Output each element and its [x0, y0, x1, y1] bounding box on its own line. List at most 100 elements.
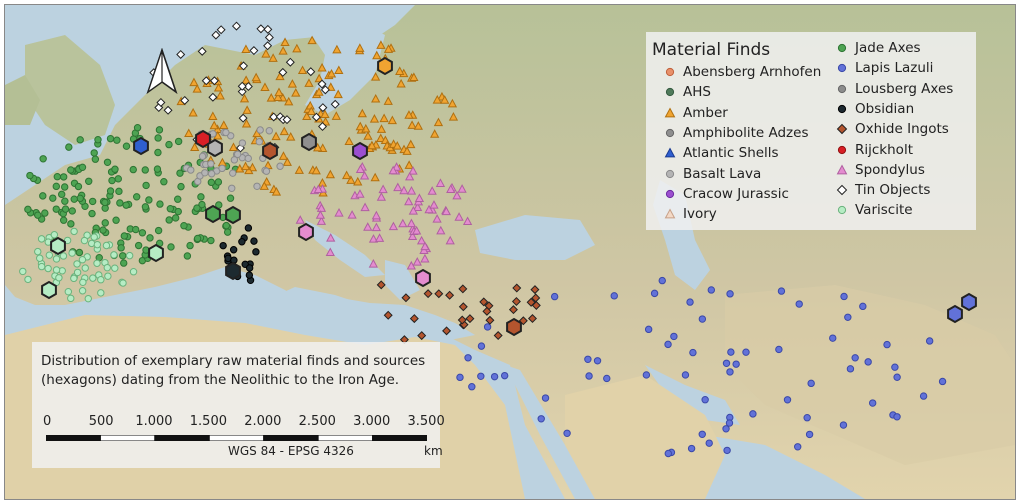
find-point: [187, 166, 195, 174]
find-point: [456, 373, 464, 382]
circle-marker-icon: [837, 64, 847, 73]
find-point: [213, 82, 224, 92]
source-hexagon: [225, 205, 241, 225]
find-point: [727, 348, 735, 356]
find-point: [893, 413, 901, 421]
find-point: [396, 78, 406, 88]
find-point: [67, 220, 75, 228]
find-point: [749, 410, 757, 418]
find-point: [53, 172, 62, 181]
find-point: [129, 165, 137, 174]
find-point: [405, 171, 415, 181]
find-point: [864, 358, 872, 366]
legend-item-label: Basalt Lava: [683, 165, 762, 182]
find-point: [347, 210, 357, 219]
find-point: [482, 306, 492, 316]
circle-marker-icon: [837, 43, 847, 53]
find-point: [119, 252, 127, 260]
find-point: [276, 162, 284, 170]
find-point: [141, 203, 150, 211]
find-point: [725, 419, 734, 427]
find-point: [840, 292, 848, 301]
find-point: [49, 194, 57, 202]
find-point: [919, 392, 928, 400]
find-point: [207, 160, 215, 168]
find-point: [78, 163, 87, 172]
find-point: [317, 79, 327, 89]
find-point: [174, 137, 183, 146]
find-point: [253, 182, 261, 190]
source-hexagon: [415, 268, 431, 288]
source-hexagon: [41, 280, 57, 300]
find-point: [156, 97, 166, 107]
find-point: [68, 249, 76, 257]
find-point: [334, 207, 344, 217]
find-point: [208, 92, 218, 102]
find-point: [154, 226, 163, 235]
find-point: [794, 443, 802, 451]
find-point: [216, 25, 226, 35]
find-point: [256, 24, 266, 34]
find-point: [315, 210, 326, 219]
find-point: [265, 127, 273, 135]
find-point: [79, 278, 87, 286]
find-point: [485, 315, 495, 325]
find-point: [61, 197, 69, 205]
find-point: [732, 360, 740, 368]
find-point: [80, 236, 89, 245]
find-point: [512, 283, 522, 293]
find-point: [55, 274, 63, 282]
find-point: [414, 193, 425, 203]
find-point: [412, 202, 423, 212]
find-point: [316, 216, 327, 225]
legend-item-label: Lousberg Axes: [855, 80, 954, 97]
find-point: [458, 284, 468, 294]
find-point: [76, 136, 84, 144]
find-point: [508, 305, 518, 315]
find-point: [313, 142, 323, 152]
find-point: [670, 332, 678, 341]
find-point: [94, 136, 102, 144]
find-point: [154, 134, 162, 142]
find-point: [279, 126, 289, 136]
find-point: [132, 193, 141, 201]
find-point: [235, 143, 245, 153]
find-point: [34, 211, 42, 219]
find-point: [306, 67, 316, 77]
find-point: [250, 237, 258, 245]
find-point: [241, 44, 251, 53]
find-point: [376, 40, 386, 49]
find-point: [530, 285, 540, 295]
legend-item-label: Ivory: [683, 206, 717, 223]
find-point: [883, 340, 891, 349]
find-point: [686, 298, 694, 306]
find-point: [241, 118, 252, 128]
find-point: [197, 193, 205, 201]
find-point: [176, 49, 186, 59]
find-point: [458, 302, 468, 312]
find-point: [271, 131, 281, 141]
find-point: [269, 112, 279, 122]
find-point: [90, 233, 98, 241]
scale-tick-label: 2.500: [298, 414, 336, 429]
find-point: [273, 92, 283, 101]
find-point: [129, 268, 138, 276]
find-point: [420, 253, 430, 263]
find-point: [90, 149, 98, 157]
circle-marker-icon: [837, 145, 847, 154]
find-point: [436, 225, 446, 235]
find-point: [52, 266, 61, 274]
find-point: [402, 146, 412, 155]
find-point: [70, 274, 78, 283]
find-point: [376, 280, 386, 290]
find-point: [180, 95, 190, 105]
find-point: [122, 142, 131, 150]
find-point: [116, 199, 124, 207]
find-point: [440, 95, 450, 104]
find-point: [37, 262, 46, 271]
find-point: [233, 150, 242, 159]
find-point: [222, 128, 230, 137]
circle-marker-icon: [665, 88, 675, 97]
find-point: [193, 204, 201, 212]
find-point: [412, 257, 422, 266]
